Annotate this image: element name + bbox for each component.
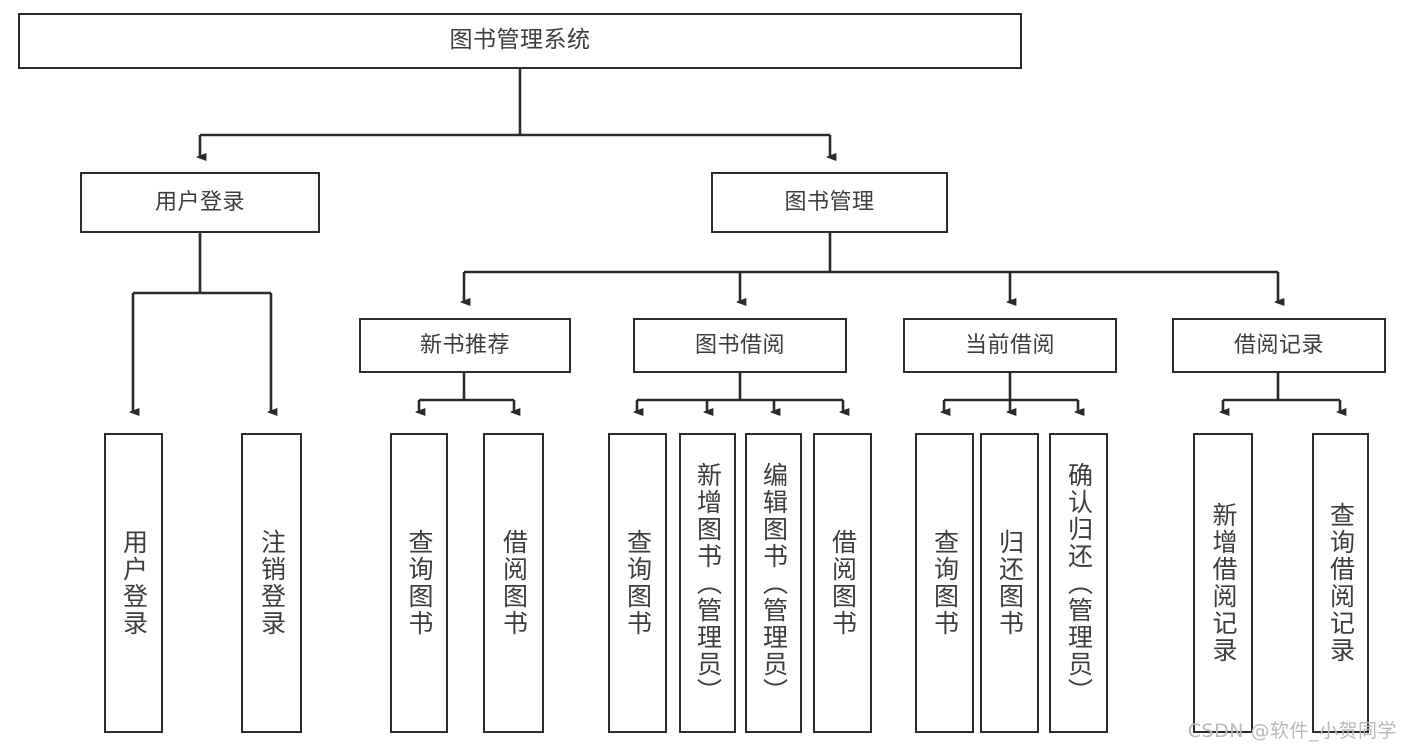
node-book-manage-label: 图书管理 — [784, 189, 875, 215]
node-leaf-confirm-return[interactable]: 确认归还（管理员） — [1049, 433, 1108, 733]
node-current-borrow[interactable]: 当前借阅 — [903, 318, 1117, 373]
node-leaf-logout-label: 注销登录 — [257, 529, 287, 637]
node-book-borrow-label: 图书借阅 — [694, 332, 785, 358]
node-root-label: 图书管理系统 — [449, 27, 591, 54]
node-book-borrow[interactable]: 图书借阅 — [633, 318, 847, 373]
node-leaf-query-record-label: 查询借阅记录 — [1326, 502, 1356, 664]
node-leaf-borrow-book-1-label: 借阅图书 — [499, 529, 529, 637]
node-leaf-add-book[interactable]: 新增图书（管理员） — [679, 433, 736, 733]
node-leaf-edit-book[interactable]: 编辑图书（管理员） — [745, 433, 802, 733]
node-leaf-add-record-label: 新增借阅记录 — [1209, 502, 1238, 664]
node-leaf-return-book[interactable]: 归还图书 — [980, 433, 1039, 733]
node-leaf-borrow-book-1[interactable]: 借阅图书 — [483, 433, 544, 733]
node-leaf-add-record[interactable]: 新增借阅记录 — [1193, 433, 1253, 733]
node-leaf-user-login-label: 用户登录 — [119, 529, 149, 637]
node-current-borrow-label: 当前借阅 — [964, 332, 1055, 358]
node-leaf-query-book-3-label: 查询图书 — [930, 529, 960, 637]
node-new-book-recommend[interactable]: 新书推荐 — [359, 318, 571, 373]
node-user-login[interactable]: 用户登录 — [80, 172, 320, 233]
node-leaf-return-book-label: 归还图书 — [995, 529, 1025, 637]
node-root[interactable]: 图书管理系统 — [18, 13, 1022, 69]
node-leaf-add-book-label: 新增图书（管理员） — [693, 461, 723, 705]
node-leaf-query-record[interactable]: 查询借阅记录 — [1312, 433, 1369, 733]
node-leaf-query-book-2-label: 查询图书 — [623, 529, 653, 637]
node-leaf-logout[interactable]: 注销登录 — [241, 433, 302, 733]
node-leaf-user-login[interactable]: 用户登录 — [104, 433, 163, 733]
node-new-book-recommend-label: 新书推荐 — [419, 332, 510, 358]
node-leaf-query-book-1[interactable]: 查询图书 — [390, 433, 448, 733]
node-borrow-record-label: 借阅记录 — [1233, 332, 1324, 358]
node-borrow-record[interactable]: 借阅记录 — [1172, 318, 1386, 373]
node-leaf-query-book-1-label: 查询图书 — [405, 529, 434, 637]
node-leaf-query-book-3[interactable]: 查询图书 — [915, 433, 974, 733]
node-leaf-query-book-2[interactable]: 查询图书 — [608, 433, 667, 733]
node-leaf-borrow-book-2-label: 借阅图书 — [828, 529, 858, 637]
node-leaf-edit-book-label: 编辑图书（管理员） — [759, 461, 789, 705]
node-user-login-label: 用户登录 — [154, 189, 245, 215]
node-book-manage[interactable]: 图书管理 — [711, 172, 948, 233]
node-leaf-confirm-return-label: 确认归还（管理员） — [1064, 461, 1094, 705]
watermark-text: CSDN @软件_小贺同学 — [1187, 720, 1397, 742]
node-leaf-borrow-book-2[interactable]: 借阅图书 — [813, 433, 872, 733]
